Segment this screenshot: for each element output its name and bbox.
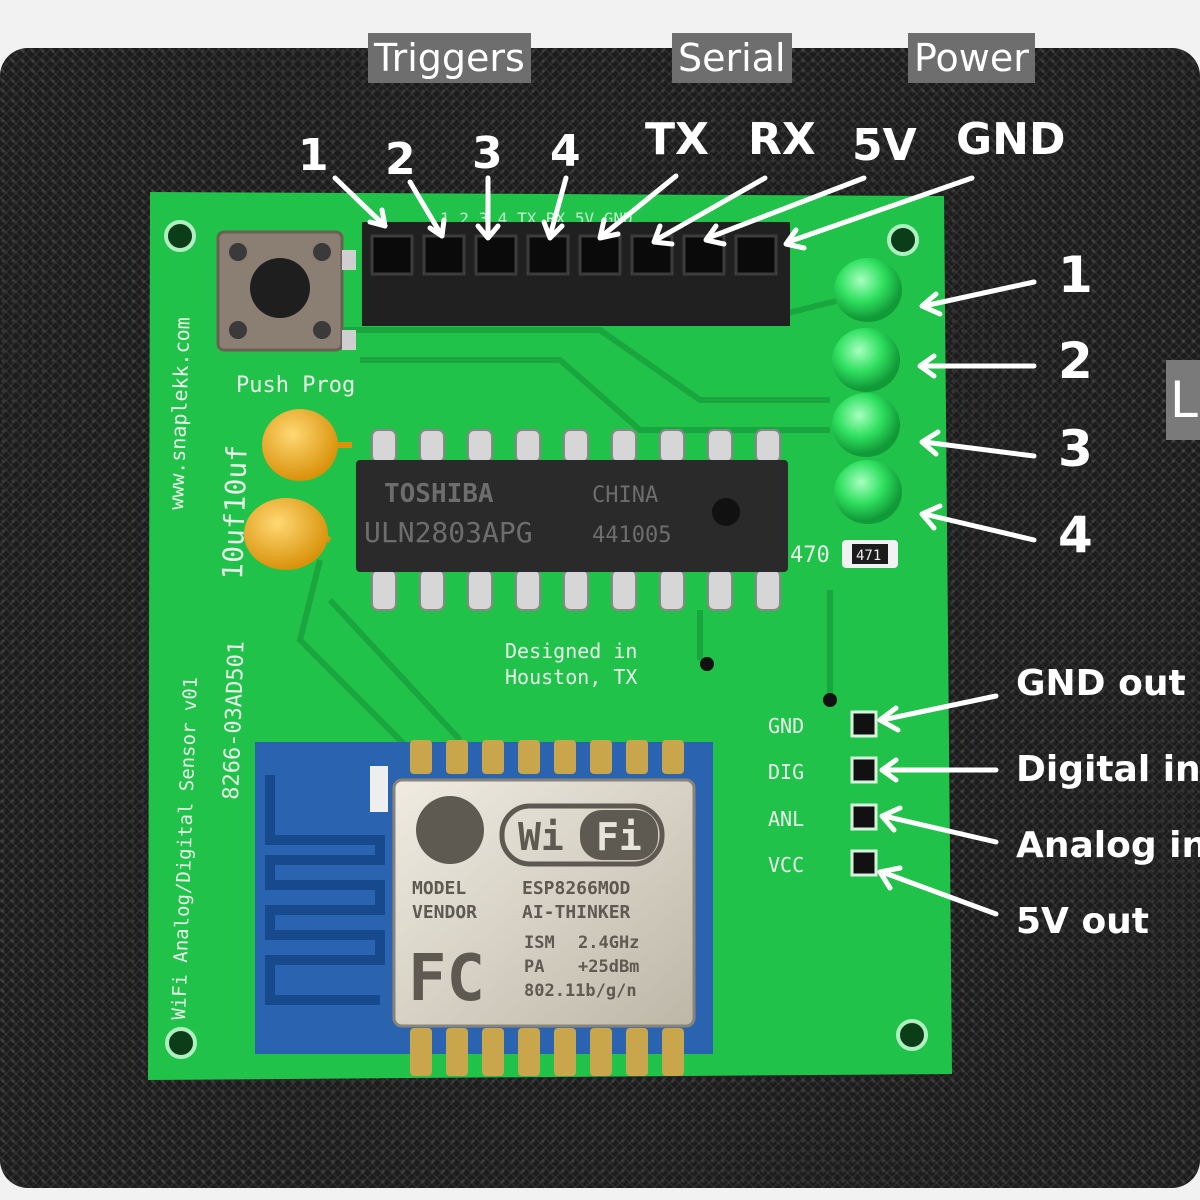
module-protocol: 802.11b/g/n xyxy=(524,981,637,1001)
wifi-logo-left: Wi xyxy=(518,815,564,859)
group-label-triggers: Triggers xyxy=(368,33,531,83)
pcb-antenna xyxy=(265,775,385,1005)
fcc-logo: FC xyxy=(408,942,485,1016)
group-label-power: Power xyxy=(908,33,1035,83)
pin-label-trigger-2: 2 xyxy=(385,134,416,185)
pad-label-gnd: GND xyxy=(768,714,804,738)
led-label-1: 1 xyxy=(1058,246,1093,304)
silk-designed: Designed in xyxy=(505,639,637,663)
led-label-4: 4 xyxy=(1058,506,1093,564)
pin-label-rx: RX xyxy=(748,114,816,165)
module-model-key: MODEL xyxy=(412,878,466,899)
led-2 xyxy=(832,328,900,392)
group-label-serial: Serial xyxy=(672,33,792,83)
module-vendor-val: AI-THINKER xyxy=(522,902,631,923)
io-label-5v-out: 5V out xyxy=(1016,901,1150,942)
io-label-digital-in: Digital inp xyxy=(1016,749,1200,790)
smd-resistor: 471 xyxy=(842,540,898,568)
pin-label-5v: 5V xyxy=(852,120,917,171)
silk-resistor: 470 xyxy=(790,543,830,568)
module-model-val: ESP8266MOD xyxy=(522,878,631,899)
led-label-3: 3 xyxy=(1058,420,1093,478)
chip-origin: CHINA xyxy=(592,483,658,508)
pad-label-vcc: VCC xyxy=(768,853,804,877)
module-pa-key: PA xyxy=(524,957,544,977)
silk-board-id: 8266-03AD501 xyxy=(219,640,250,800)
chip-part: ULN2803APG xyxy=(364,516,533,549)
io-pads xyxy=(850,710,878,877)
module-pa-val: +25dBm xyxy=(578,957,639,977)
pad-label-dig: DIG xyxy=(768,760,804,784)
pin-label-gnd: GND xyxy=(956,114,1066,165)
wifi-logo-right: Fi xyxy=(596,815,642,859)
io-label-gnd-out: GND out xyxy=(1016,663,1186,704)
module-ism-key: ISM xyxy=(524,933,555,953)
silk-button-label: Push Prog xyxy=(236,373,355,398)
cut-off-label: L xyxy=(1166,360,1200,440)
silk-location: Houston, TX xyxy=(505,665,637,689)
io-label-analog-in: Analog in xyxy=(1016,825,1200,866)
pad-label-anl: ANL xyxy=(768,807,804,831)
espressif-logo xyxy=(416,796,484,864)
led-1 xyxy=(834,258,902,322)
pin-label-tx: TX xyxy=(645,114,709,165)
pin-label-trigger-4: 4 xyxy=(550,126,581,177)
module-ism-val: 2.4GHz xyxy=(578,933,639,953)
silk-cap-label: 10uf10uf xyxy=(216,444,254,580)
resistor-code: 471 xyxy=(856,548,881,564)
led-3 xyxy=(832,393,900,457)
module-vendor-key: VENDOR xyxy=(412,902,477,923)
chip-lot: 441005 xyxy=(592,523,671,548)
pin-label-trigger-1: 1 xyxy=(298,130,329,181)
led-label-2: 2 xyxy=(1058,332,1093,390)
annotation-arrows xyxy=(332,173,1037,917)
pin-label-trigger-3: 3 xyxy=(472,128,503,179)
led-4 xyxy=(834,460,902,524)
pin-header-socket xyxy=(362,222,790,326)
uln2803-chip: TOSHIBA CHINA ULN2803APG 441005 xyxy=(356,429,788,611)
esp8266-module: Wi Fi MODEL ESP8266MOD VENDOR AI-THINKER… xyxy=(255,740,713,1076)
capacitor-1 xyxy=(262,409,352,481)
chip-brand: TOSHIBA xyxy=(384,479,494,509)
capacitor-2 xyxy=(244,498,332,570)
mounting-holes xyxy=(164,220,928,1059)
push-button[interactable] xyxy=(216,230,356,352)
